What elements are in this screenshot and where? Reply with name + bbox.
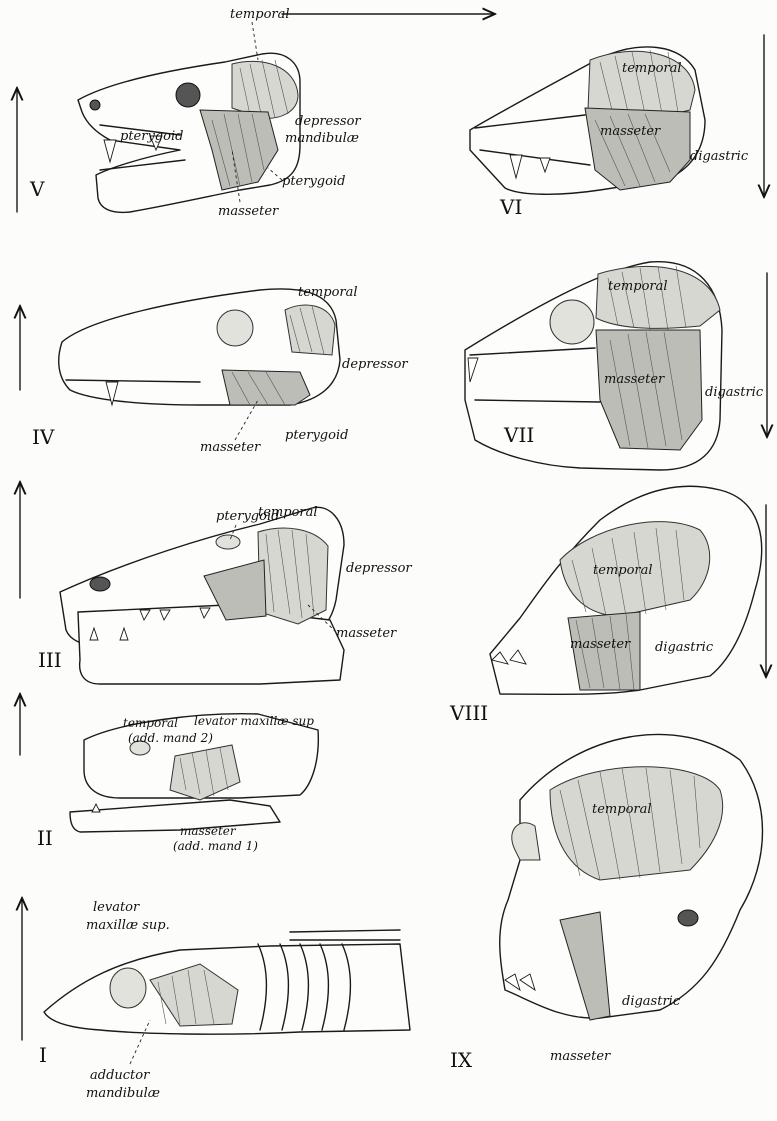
label-ix-temporal: temporal bbox=[592, 802, 652, 817]
numeral-ix: IX bbox=[450, 1048, 473, 1072]
label-v-depressor: depressor bbox=[295, 114, 361, 129]
skull-figure-ix: temporal digastric masseter IX bbox=[450, 734, 763, 1072]
label-ii-levator: levator maxillæ sup bbox=[194, 714, 314, 728]
label-viii-masseter: masseter bbox=[570, 637, 631, 652]
numeral-ii: II bbox=[37, 826, 53, 850]
label-v-mandibulae: mandibulæ bbox=[285, 131, 359, 146]
label-v-temporal: temporal bbox=[230, 7, 290, 22]
numeral-iv: IV bbox=[32, 425, 55, 449]
label-i-mandibulae: mandibulæ bbox=[86, 1086, 160, 1101]
skull-figure-vi: temporal masseter digastric VI bbox=[470, 47, 749, 219]
label-vii-temporal: temporal bbox=[608, 279, 668, 294]
label-iv-masseter: masseter bbox=[200, 440, 261, 455]
label-iv-pterygoid: pterygoid bbox=[285, 428, 348, 443]
skull-figure-iv: temporal depressor masseter pterygoid IV bbox=[32, 285, 408, 455]
label-v-pterygoid-inner: pterygoid bbox=[120, 129, 183, 144]
label-viii-digastric: digastric bbox=[655, 640, 714, 655]
label-ii-add-mand-2: (add. mand 2) bbox=[128, 731, 213, 745]
numeral-iii: III bbox=[38, 648, 62, 672]
label-viii-temporal: temporal bbox=[593, 563, 653, 578]
skull-figure-iii: pterygoid temporal depressor masseter II… bbox=[38, 505, 412, 684]
label-i-levator: levator bbox=[93, 900, 140, 915]
label-iii-temporal: temporal bbox=[258, 505, 318, 520]
label-v-masseter: masseter bbox=[218, 204, 279, 219]
label-ii-add-mand-1: (add. mand 1) bbox=[173, 839, 258, 853]
numeral-viii: VIII bbox=[449, 701, 488, 725]
label-ii-masseter: masseter bbox=[180, 824, 237, 838]
label-vi-temporal: temporal bbox=[622, 61, 682, 76]
numeral-vi: VI bbox=[499, 195, 522, 219]
numeral-v: V bbox=[29, 177, 45, 201]
label-ix-digastric: digastric bbox=[622, 994, 681, 1009]
label-iv-depressor: depressor bbox=[342, 357, 408, 372]
skull-figure-v: temporal depressor mandibulæ pterygoid p… bbox=[29, 7, 361, 219]
skull-figure-viii: temporal masseter digastric VIII bbox=[449, 486, 762, 725]
label-iv-temporal: temporal bbox=[298, 285, 358, 300]
label-i-adductor: adductor bbox=[90, 1068, 150, 1083]
skull-figure-ii: temporal (add. mand 2) levator maxillæ s… bbox=[37, 714, 318, 853]
label-iii-masseter: masseter bbox=[336, 626, 397, 641]
label-i-maxillae-sup: maxillæ sup. bbox=[86, 918, 170, 933]
skull-figure-vii: temporal masseter digastric VII bbox=[465, 262, 764, 470]
label-ix-masseter: masseter bbox=[550, 1049, 611, 1064]
label-vii-masseter: masseter bbox=[604, 372, 665, 387]
label-v-pterygoid: pterygoid bbox=[282, 174, 345, 189]
label-vi-digastric: digastric bbox=[690, 149, 749, 164]
label-vi-masseter: masseter bbox=[600, 124, 661, 139]
label-ii-temporal: temporal bbox=[123, 716, 178, 730]
label-vii-digastric: digastric bbox=[705, 385, 764, 400]
numeral-vii: VII bbox=[503, 423, 534, 447]
numeral-i: I bbox=[39, 1043, 47, 1067]
skull-figure-i: levator maxillæ sup. adductor mandibulæ … bbox=[39, 900, 410, 1101]
label-iii-depressor: depressor bbox=[346, 561, 412, 576]
